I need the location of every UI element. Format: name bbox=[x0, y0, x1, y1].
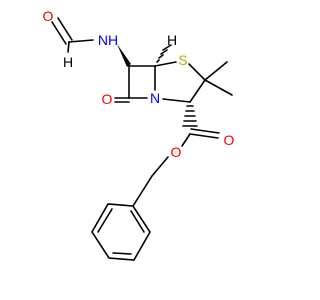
phenyl-double-1 bbox=[97, 208, 113, 233]
bond-ester-c-o-single bbox=[181, 133, 191, 147]
bond-c3-n bbox=[162, 98, 191, 103]
bond-methyl-2 bbox=[204, 79, 233, 96]
bond-formyl-c-o-b bbox=[57, 17, 73, 41]
bond-ester-c-o-b bbox=[190, 128, 220, 134]
bond-s-c2 bbox=[188, 63, 206, 81]
hash-c5-h bbox=[156, 44, 172, 63]
ring-nitrogen-label: N bbox=[150, 90, 160, 106]
formyl-h-label: H bbox=[63, 54, 73, 70]
bond-c5-s bbox=[154, 61, 177, 67]
phenyl-double-3 bbox=[130, 210, 145, 233]
lactam-oxygen-label: O bbox=[102, 91, 113, 107]
ester-single-oxygen-label: O bbox=[171, 144, 182, 160]
ring-sulfur-label: S bbox=[178, 52, 187, 68]
bond-o-ch2 bbox=[151, 156, 169, 177]
bond-formyl-c-o-a bbox=[51, 21, 67, 45]
amide-nh-label: NH bbox=[98, 32, 118, 48]
formyl-oxygen-label: O bbox=[43, 8, 54, 24]
ester-carbonyl-oxygen-label: O bbox=[224, 132, 235, 148]
molecule-structure-diagram: O H NH H S N O O O bbox=[43, 8, 235, 261]
wedge-nh-to-c6 bbox=[117, 44, 131, 67]
bond-formyl-c-h bbox=[67, 41, 70, 53]
bond-ester-c-o-a bbox=[189, 133, 219, 139]
bond-methyl-1 bbox=[204, 61, 228, 81]
bond-ch2-phenyl bbox=[132, 175, 153, 207]
phenyl-double-2 bbox=[112, 252, 132, 255]
phenyl-ring bbox=[91, 203, 151, 261]
bond-c2-c3 bbox=[189, 79, 206, 103]
bridgehead-h-label: H bbox=[167, 32, 177, 48]
hash-c3-ester bbox=[182, 105, 198, 127]
bond-formyl-c-n bbox=[68, 39, 94, 43]
